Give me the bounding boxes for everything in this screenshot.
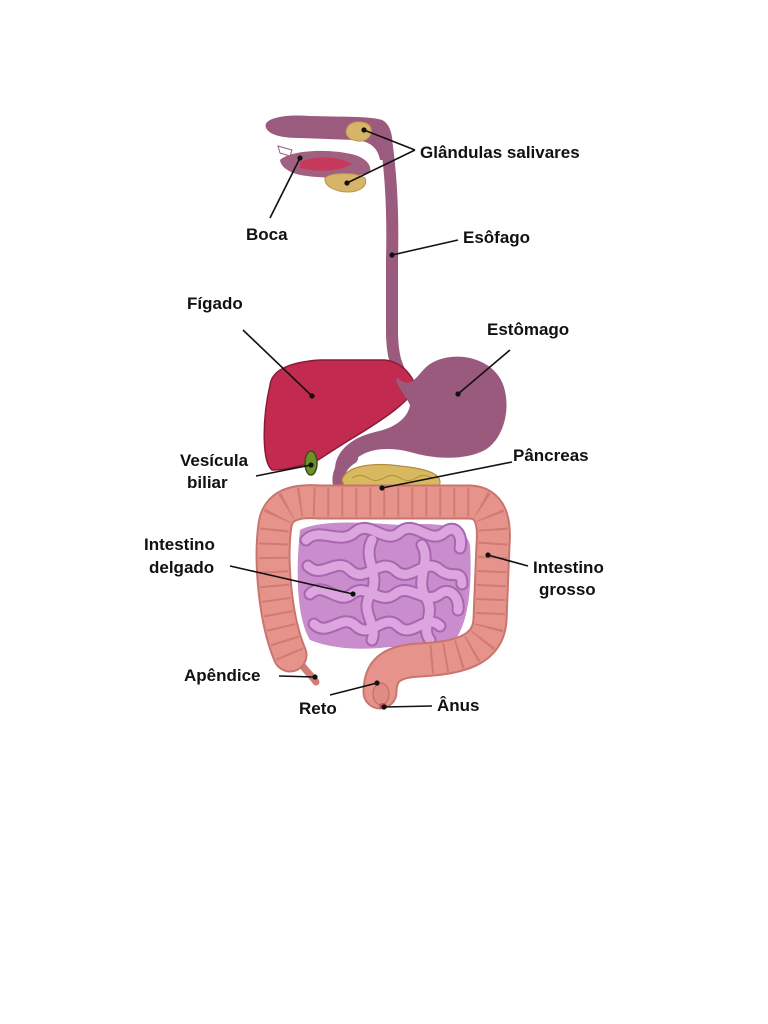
pointer-dot [308,462,314,468]
pointer-dot [379,485,385,491]
label-anus: Ânus [437,696,480,715]
coil [301,523,466,553]
small-intestine-coils [301,523,467,645]
label-large-intestine-line1: Intestino [533,558,604,577]
pointer-dot [485,552,491,558]
pointer-dot [374,680,380,686]
label-salivary-glands: Glândulas salivares [420,143,580,162]
coil [303,560,467,589]
leader-stomach [457,349,511,395]
coil [305,585,463,615]
label-appendix: Apêndice [184,666,261,685]
label-large-intestine-line2: grosso [539,580,596,599]
leader-salivary-lower [346,149,416,184]
pointer-dot [381,704,387,710]
label-stomach: Estômago [487,320,569,339]
leader-rectum [329,682,378,696]
label-gallbladder-line2: biliar [187,473,228,492]
label-pancreas: Pâncreas [513,446,589,465]
pointer-dot [312,674,318,680]
label-liver: Fígado [187,294,243,313]
label-gallbladder-line1: Vesícula [180,451,249,470]
leader-mouth [269,157,301,219]
leader-small-intestine [229,565,354,595]
pointer-dot [389,252,395,258]
pointer-dot [361,127,367,133]
label-mouth: Boca [246,225,288,244]
coil [362,535,379,645]
leader-esophagus [391,239,459,256]
leader-anus [383,705,433,708]
pointer-dot [297,155,303,161]
label-small-intestine-line2: delgado [149,558,214,577]
leader-large-intestine [487,554,529,567]
salivary-gland-upper [345,121,372,142]
coil [417,540,435,645]
tongue [300,157,352,171]
leader-pancreas [381,461,513,489]
pointer-dot [350,591,356,597]
rectum [372,682,390,706]
label-rectum: Reto [299,699,337,718]
leader-gallbladder [255,464,312,477]
leader-appendix [278,675,316,678]
pointer-dot [309,393,315,399]
leader-liver [242,329,313,397]
coil [309,617,445,635]
leader-lines [229,127,529,710]
pointer-dot [344,180,350,186]
label-small-intestine-line1: Intestino [144,535,215,554]
label-esophagus: Esôfago [463,228,530,247]
labels: Glândulas salivares Boca Esôfago Fígado … [144,143,604,718]
stomach [335,356,507,474]
leader-salivary-upper [363,129,416,151]
teeth [277,145,293,157]
pointer-dot [455,391,461,397]
